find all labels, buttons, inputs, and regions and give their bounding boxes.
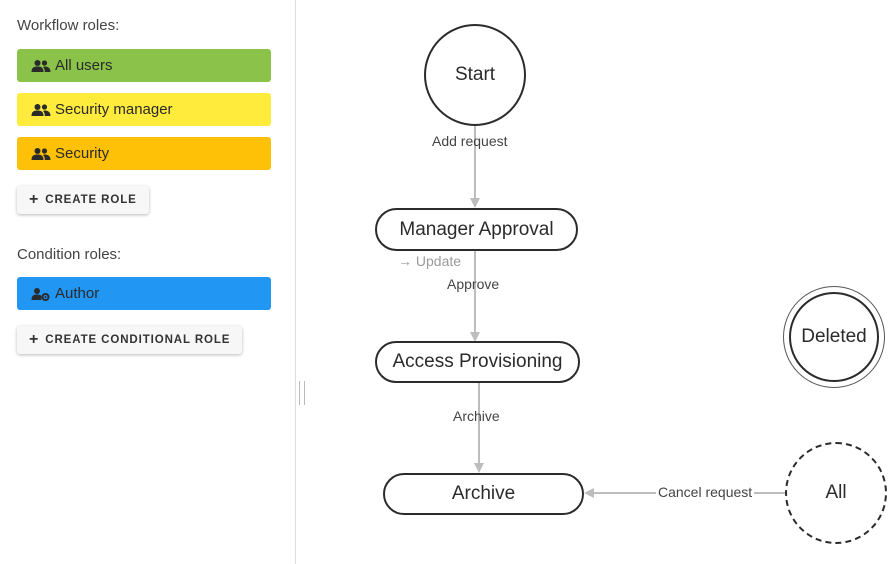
state-manager-approval[interactable]: Manager Approval	[375, 208, 578, 251]
role-chip-label: Author	[55, 285, 100, 302]
state-deleted-label: Deleted	[789, 292, 879, 382]
panel-resize-handle[interactable]	[299, 381, 305, 405]
role-chip-all-users[interactable]: All users	[17, 49, 271, 82]
state-all[interactable]: All	[785, 442, 887, 544]
create-conditional-role-button[interactable]: + CREATE CONDITIONAL ROLE	[17, 326, 243, 354]
create-conditional-role-label: CREATE CONDITIONAL ROLE	[45, 334, 231, 346]
transition-label-add-request[interactable]: Add request	[432, 133, 508, 149]
plus-icon: +	[29, 331, 40, 348]
state-access-provisioning[interactable]: Access Provisioning	[375, 341, 580, 383]
transition-label-archive[interactable]: Archive	[453, 408, 500, 424]
group-icon	[31, 59, 51, 73]
group-icon	[31, 147, 51, 161]
roles-sidebar: Workflow roles: All users Security manag…	[0, 0, 296, 564]
condition-roles-heading: Condition roles:	[17, 246, 122, 263]
role-chip-label: Security manager	[55, 101, 173, 118]
role-chip-label: All users	[55, 57, 113, 74]
state-archive[interactable]: Archive	[383, 473, 584, 515]
user-cog-icon	[31, 287, 51, 301]
group-icon	[31, 103, 51, 117]
role-chip-security[interactable]: Security	[17, 137, 271, 170]
create-role-button[interactable]: + CREATE ROLE	[17, 186, 149, 214]
workflow-roles-heading: Workflow roles:	[17, 17, 120, 34]
state-deleted[interactable]: Deleted	[783, 286, 885, 388]
role-chip-label: Security	[55, 145, 110, 162]
state-start[interactable]: Start	[424, 24, 526, 126]
create-role-label: CREATE ROLE	[45, 194, 137, 206]
role-chip-security-manager[interactable]: Security manager	[17, 93, 271, 126]
workflow-diagram-canvas: Start Add request Manager Approval → Upd…	[297, 0, 890, 564]
plus-icon: +	[29, 191, 40, 208]
transition-label-cancel-request[interactable]: Cancel request	[656, 484, 755, 500]
transition-label-approve[interactable]: Approve	[447, 276, 500, 292]
role-chip-author[interactable]: Author	[17, 277, 271, 310]
transition-label-update[interactable]: → Update	[398, 253, 462, 269]
